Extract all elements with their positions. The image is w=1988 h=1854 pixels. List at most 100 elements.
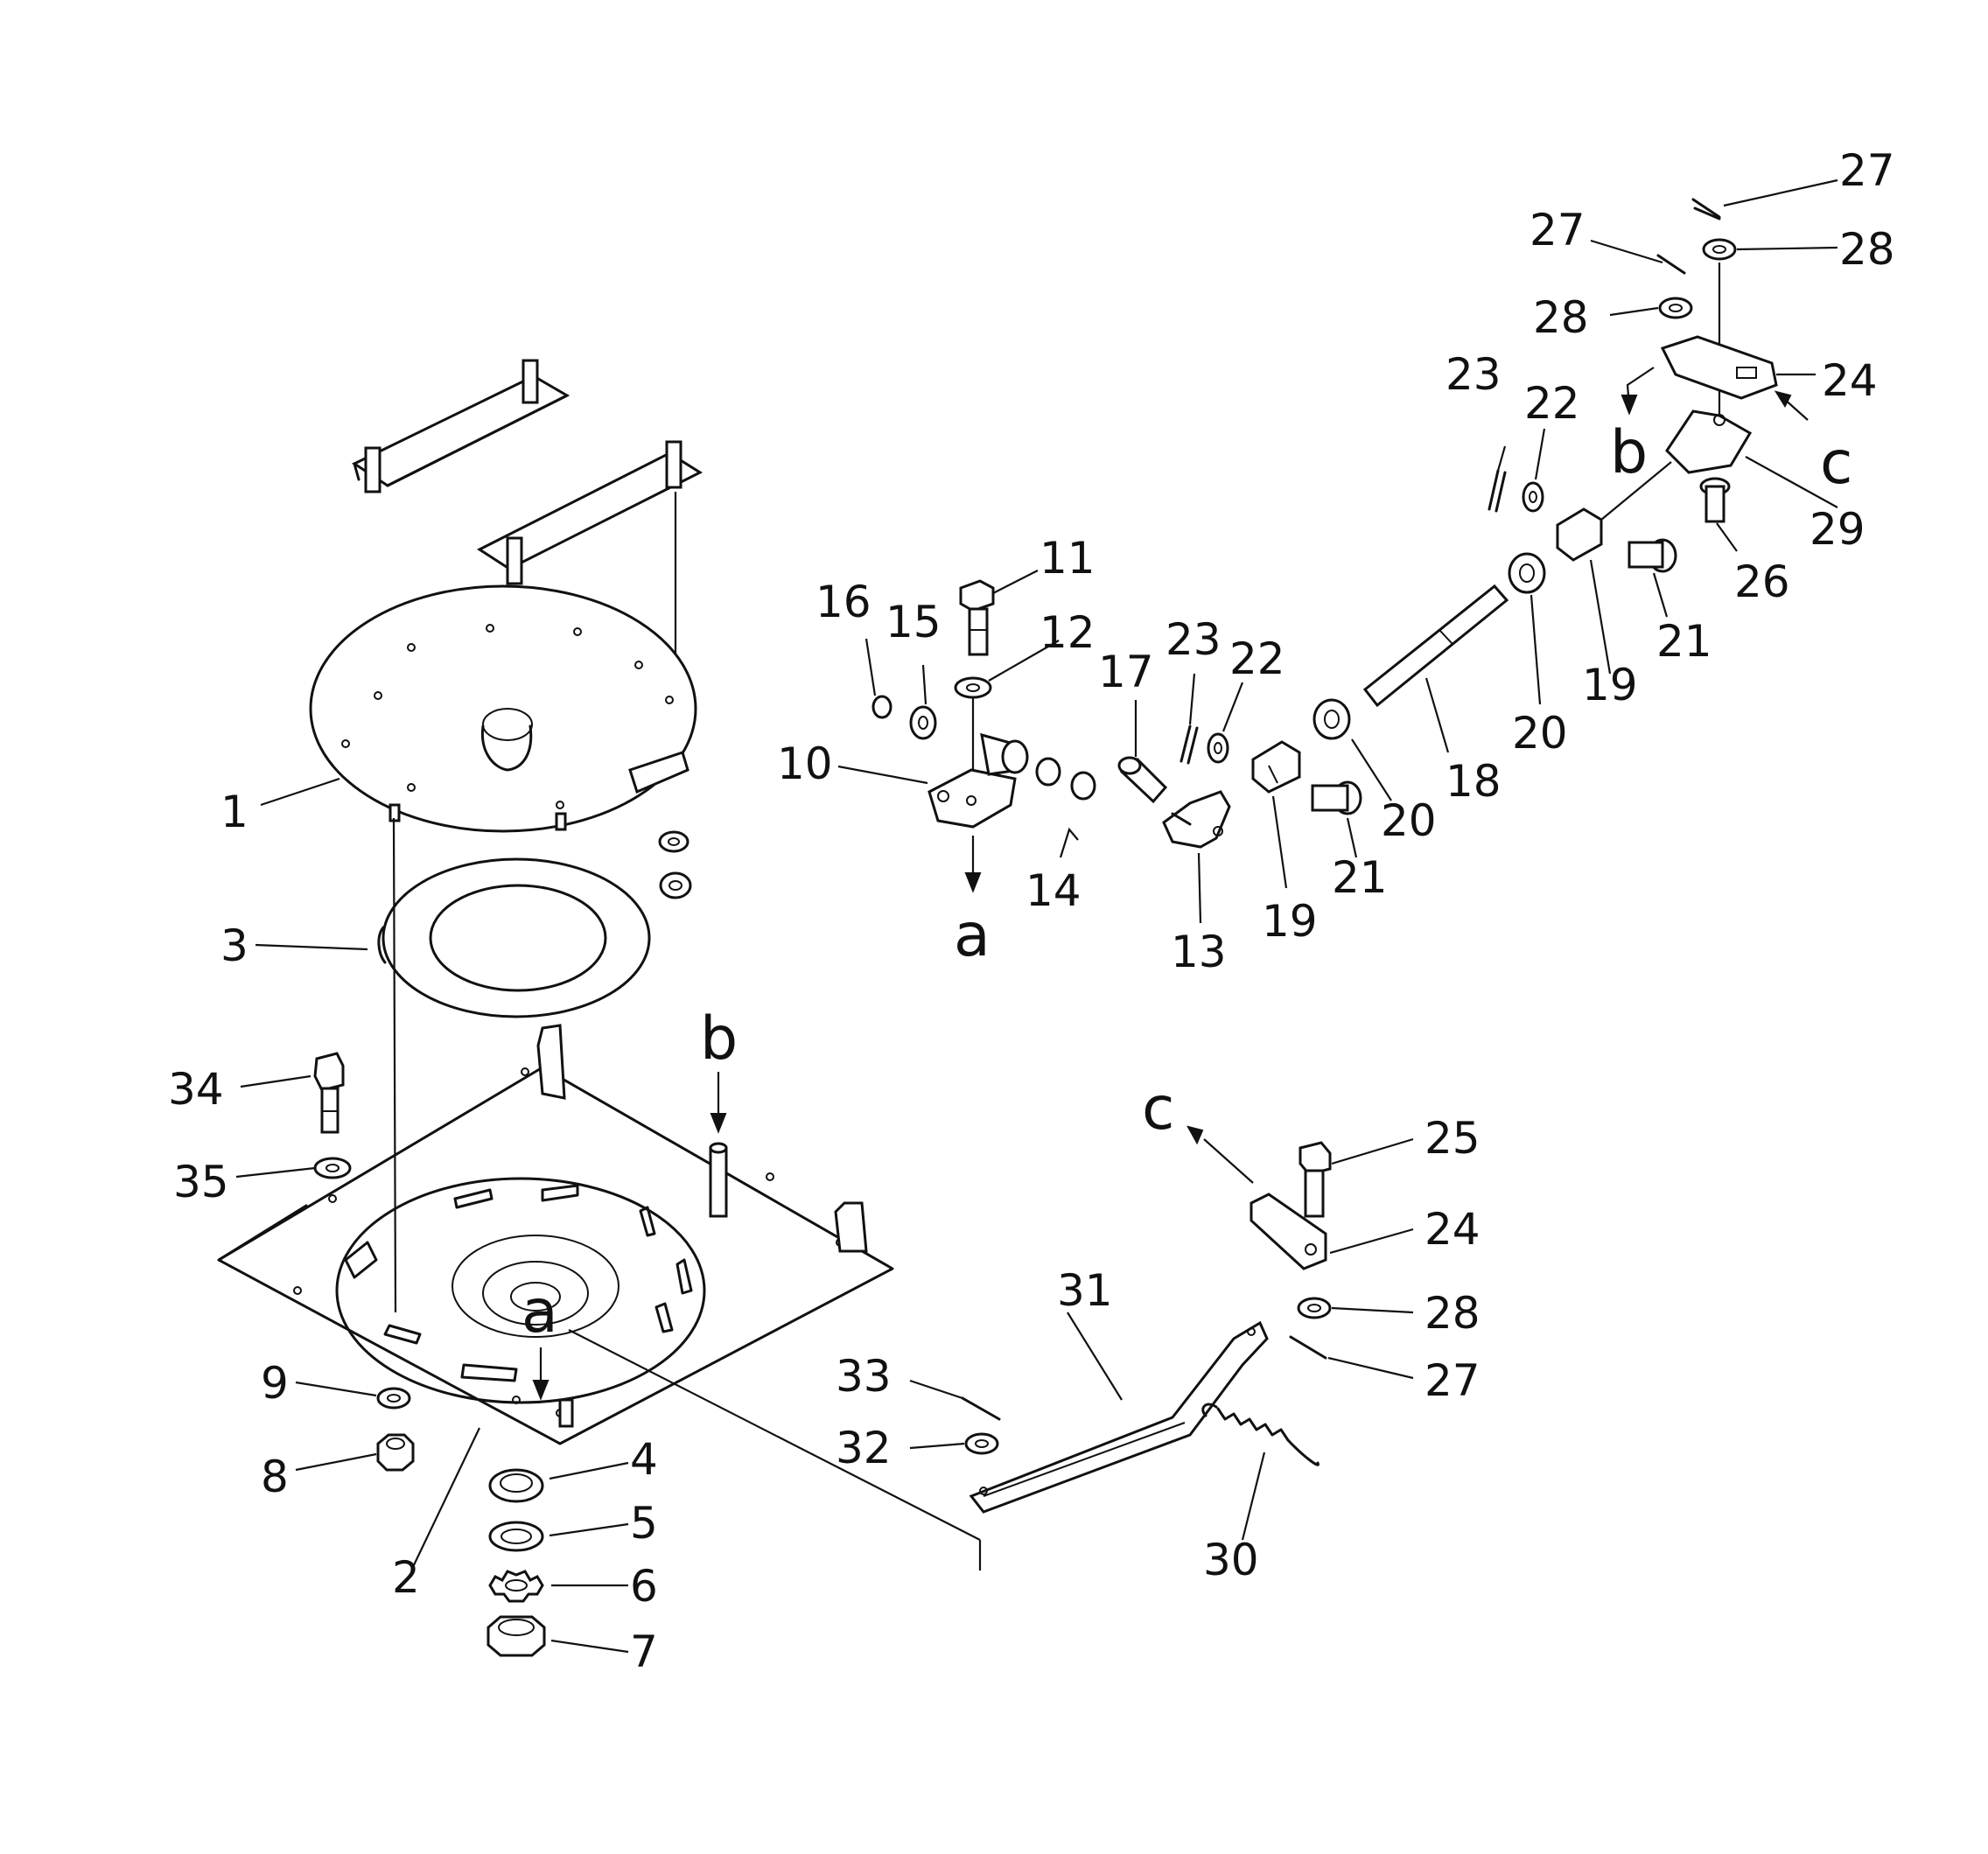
disc-plate	[309, 584, 697, 833]
reference-letters: a a b b c c	[522, 418, 1852, 1347]
callout-17: 17	[1098, 647, 1154, 697]
callout-22-upper: 22	[1524, 378, 1580, 429]
sleeve-17	[1117, 756, 1168, 804]
callout-20-lower: 20	[1381, 795, 1437, 846]
washer-28-top	[1702, 238, 1737, 261]
bolt-34	[313, 1052, 345, 1134]
callout-28-top: 28	[1839, 224, 1895, 275]
clevis-24-lower	[1250, 1193, 1327, 1270]
washer-9	[376, 1387, 411, 1410]
callout-26: 26	[1734, 556, 1790, 607]
callout-27-top: 27	[1839, 145, 1895, 196]
callout-6: 6	[630, 1561, 658, 1612]
callout-35: 35	[173, 1157, 229, 1207]
cotter-pin-33	[961, 1396, 1001, 1421]
washer-35	[313, 1157, 352, 1179]
callout-2: 2	[392, 1552, 420, 1603]
cotter-pin-27-upper	[1656, 254, 1686, 275]
callout-28-lower: 28	[1424, 1288, 1480, 1339]
callout-14: 14	[1026, 865, 1082, 916]
callout-25: 25	[1424, 1113, 1480, 1164]
washer-5	[488, 1521, 544, 1552]
bushing-pair-14	[1035, 757, 1096, 801]
pin-21-upper	[1628, 538, 1677, 573]
callout-29: 29	[1810, 504, 1866, 555]
ref-letter-c-lower: c	[1142, 1074, 1174, 1144]
callout-3: 3	[220, 920, 248, 971]
callout-1: 1	[220, 787, 248, 837]
bolt-11	[959, 579, 995, 656]
bearing-4	[488, 1468, 544, 1503]
callout-12: 12	[1040, 607, 1096, 658]
hex-nuts-pair	[658, 830, 692, 899]
callout-34: 34	[168, 1064, 224, 1115]
bracket-29	[1665, 409, 1753, 474]
arrow-b-upper	[1620, 367, 1655, 416]
callout-8: 8	[261, 1452, 289, 1502]
washer-28-upper	[1658, 297, 1693, 319]
callout-30: 30	[1203, 1535, 1259, 1585]
callout-21-upper: 21	[1656, 616, 1712, 667]
snap-ring-16	[872, 695, 892, 719]
callout-labels: 1 2 3 4 5 6 7 8 9 10 11 12 14 15 16 17 1…	[168, 145, 1895, 1677]
callout-18: 18	[1446, 756, 1502, 807]
clevis-19-mid	[1251, 740, 1301, 794]
top-bracket-right	[476, 440, 704, 682]
arrow-c-upper	[1774, 390, 1809, 421]
pin-21-mid	[1311, 780, 1362, 815]
arrow-b-lower	[710, 1072, 727, 1134]
callout-23-upper: 23	[1446, 349, 1502, 400]
callout-24-upper: 24	[1822, 355, 1878, 406]
callout-27-lower: 27	[1424, 1355, 1480, 1406]
clevis-24-upper	[1660, 335, 1778, 400]
callout-5: 5	[630, 1498, 658, 1549]
callout-20-upper: 20	[1512, 708, 1568, 759]
rod-18	[1362, 584, 1509, 708]
arrow-c-lower	[1186, 1125, 1254, 1184]
callout-28-upper: 28	[1533, 292, 1589, 343]
top-bracket-left	[351, 359, 570, 493]
callout-16: 16	[816, 577, 872, 627]
lever-10	[928, 732, 1029, 829]
callout-33: 33	[836, 1351, 892, 1402]
callout-11: 11	[1040, 533, 1096, 584]
callout-15: 15	[886, 597, 942, 647]
arrow-a-upper	[964, 836, 982, 893]
callout-27-upper: 27	[1530, 205, 1586, 255]
callout-10: 10	[777, 738, 833, 789]
lever-31	[969, 1320, 1269, 1514]
ref-letter-a-upper: a	[954, 901, 990, 970]
washer-22-mid	[1207, 732, 1229, 764]
callout-32: 32	[836, 1423, 892, 1473]
spring-30	[1201, 1403, 1320, 1466]
bolt-26	[1699, 477, 1731, 523]
cotter-pin-27-top	[1691, 198, 1721, 220]
nut-20-mid	[1312, 698, 1351, 740]
cotter-pin-23-upper	[1488, 469, 1507, 513]
base-plate	[217, 1024, 982, 1571]
bolt-25	[1298, 1141, 1332, 1218]
washer-12	[954, 676, 992, 699]
washer-32	[964, 1432, 999, 1455]
callout-23-mid: 23	[1166, 614, 1222, 665]
lever-13	[1162, 790, 1231, 849]
callout-19-lower: 19	[1262, 896, 1318, 947]
cotter-pin-27-lower	[1289, 1335, 1327, 1360]
callout-7: 7	[630, 1627, 658, 1677]
callout-31: 31	[1057, 1265, 1113, 1316]
callout-21-lower: 21	[1332, 852, 1388, 903]
clevis-19-upper	[1556, 507, 1603, 562]
ref-letter-c-upper: c	[1820, 429, 1852, 498]
ref-letter-a-lower: a	[522, 1277, 558, 1347]
callout-leaders	[235, 178, 1838, 1654]
nut-7	[486, 1615, 546, 1657]
ref-letter-b-lower: b	[700, 1004, 738, 1074]
arrow-a-lower	[532, 1347, 550, 1401]
nut-20-upper	[1508, 552, 1546, 594]
callout-22-mid: 22	[1229, 633, 1285, 684]
callout-24-lower: 24	[1424, 1204, 1480, 1255]
callout-13: 13	[1171, 927, 1227, 977]
washer-15	[909, 705, 937, 740]
ref-letter-b-upper: b	[1610, 418, 1648, 487]
